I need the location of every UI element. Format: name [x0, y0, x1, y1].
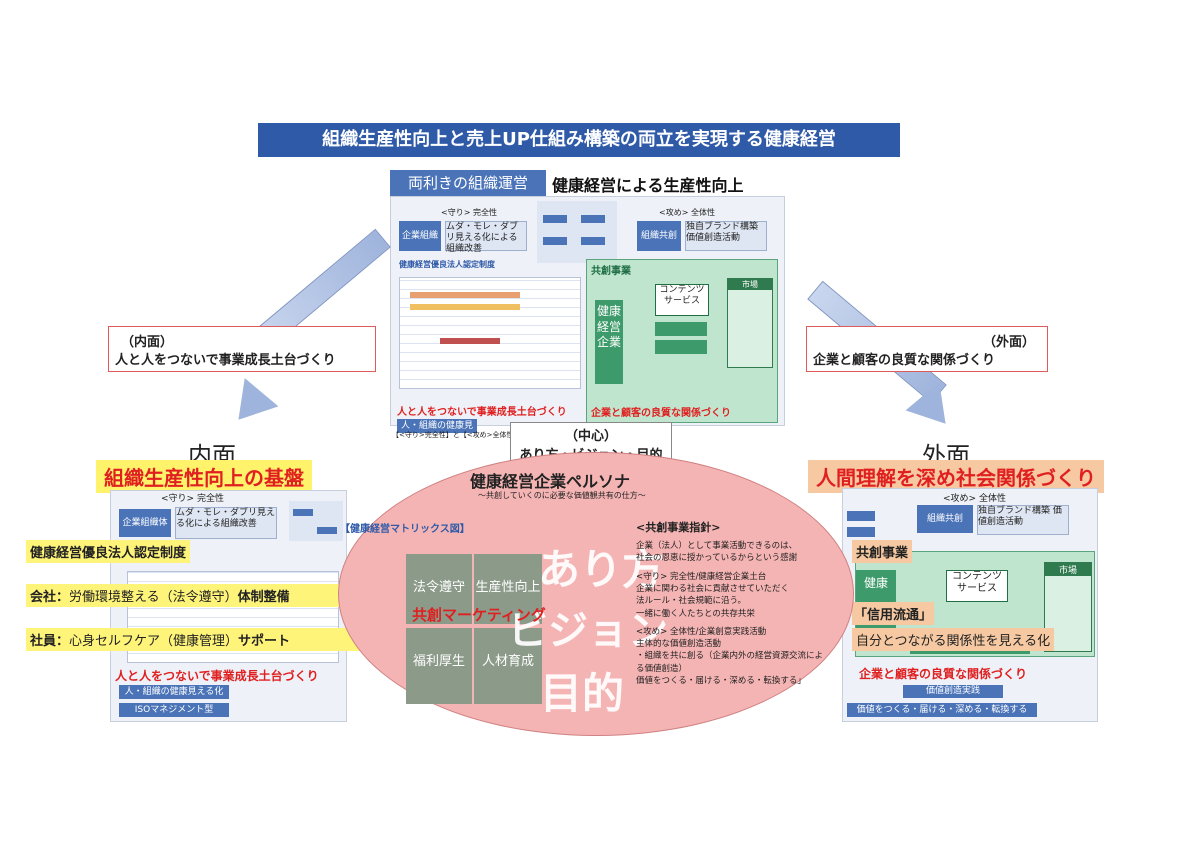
persona-guide-line-7: 一緒に働く人たちとの共存共栄 [636, 608, 755, 619]
top-right-head: <攻め> 全体性 [659, 208, 715, 217]
persona-guide-line-10: 主体的な価値創造活動 [636, 639, 722, 650]
top-heading: 健康経営による生産性向上 [552, 176, 744, 195]
persona-matrix-label: 【健康経営マトリックス図】 [340, 524, 470, 535]
naimen-red: 人と人をつないで事業成長土台づくり [115, 669, 319, 683]
persona-overlay-1: あり方 [538, 545, 665, 594]
top-panel: 両利きの組織運営 健康経営による生産性向上 <守り> 完全性 企業組織体 ムダ・… [390, 168, 790, 445]
matrix-cell-3: 福利厚生 [406, 628, 472, 704]
naimen-item-3-bold: サポート [238, 634, 291, 649]
gaimen-kyoso: 共創事業 [852, 540, 913, 563]
top-mini-boxes [537, 201, 617, 263]
naimen-item-3: 社員：心身セルフケア（健康管理）サポート [26, 628, 364, 651]
naimen-item-2-bold: 体制整備 [237, 590, 290, 605]
right-label-line1: （外面） [982, 335, 1035, 350]
top-bl1: 人・組織の健康見える化 [397, 419, 477, 445]
top-left-head: <守り> 完全性 [441, 208, 497, 217]
gaimen-shinyo: 「信用流通」 [852, 602, 935, 625]
gaimen-subtitle: 人間理解を深め社会関係づくり [808, 460, 1104, 493]
persona-overlay-2: ビジョン [508, 608, 668, 654]
top-left-table [399, 277, 581, 389]
persona-guide: <共創事業指針> 企業（法人）として事業活動できるのは、 社会の恩恵に授かってい… [636, 520, 826, 687]
top-kyoso: 共創事業 [591, 266, 631, 277]
naimen-item-2-rest: 労働環境整える（法令遵守） [69, 590, 238, 605]
naimen-bl2: ISOマネジメント型 [119, 703, 229, 717]
naimen-box1: 企業組織体 [119, 509, 171, 537]
top-kenko: 健康経営企業 [595, 300, 623, 384]
gaimen-market-label: 市場 [1045, 563, 1091, 576]
top-right-box-text: 独自ブランド構築 価値創造活動 [685, 221, 767, 251]
main-title: 組織生産性向上と売上UP仕組み構築の両立を実現する健康経営 [258, 123, 900, 157]
top-red-left: 人と人をつないで事業成長土台づくり [397, 407, 567, 418]
gaimen-contents: コンテンツ サービス [946, 570, 1008, 602]
persona-matrix: 法令遵守 生産性向上 福利厚生 人材育成 [406, 554, 542, 704]
persona-guide-line-4: <守り> 完全性/健康経営企業土台 [636, 571, 767, 582]
top-red-right: 企業と顧客の良質な関係づくり [591, 408, 731, 419]
naimen-box1-text: ムダ・モレ・ダブリ見える化による組織改善 [175, 507, 277, 539]
persona-guide-line-5: 企業に関わる社会に貢献させていただく [636, 583, 790, 594]
naimen-item-2-label: 会社： [30, 590, 70, 605]
right-arrow-label: （外面） 企業と顧客の良質な関係づくり [806, 326, 1048, 372]
left-label-line1: （内面） [121, 335, 174, 350]
matrix-cell-4: 人材育成 [474, 628, 542, 704]
left-label-line2: 人と人をつないで事業成長土台づくり [115, 353, 336, 368]
persona-title: 健康経営企業ペルソナ [470, 472, 631, 491]
naimen-guard: <守り> 完全性 [161, 494, 224, 504]
gaimen-red: 企業と顧客の良質な関係づくり [859, 667, 1028, 681]
top-right-box: 組織共創 [637, 221, 681, 251]
naimen-item-3-rest: 心身セルフケア（健康管理） [69, 634, 239, 649]
persona-subtitle: 〜共創していくのに必要な価値観共有の仕方〜 [478, 491, 646, 500]
left-arrow-head [221, 378, 279, 434]
top-left-sub: 健康経営優良法人認定制度 [399, 260, 495, 269]
naimen-subtitle: 組織生産性向上の基盤 [96, 460, 312, 493]
persona-guide-line-2: 社会の恩恵に授かっているからという感謝 [636, 553, 798, 564]
top-market-label: 市場 [728, 279, 772, 290]
gaimen-box1-text: 独自ブランド構築 価値創造活動 [977, 505, 1069, 535]
gaimen-box1: 組織共創 [917, 505, 973, 533]
persona-guide-line-12: 価値をつくる・届ける・深める・転換する」 [636, 676, 806, 687]
gaimen-shinyo-text: 自分とつながる関係性を見える化 [852, 628, 1055, 651]
persona-overlay-3: 目的 [540, 669, 625, 718]
top-screenshot: <守り> 完全性 企業組織体 ムダ・モレ・ダブリ見える化による組織改善 健康経営… [390, 196, 785, 445]
gaimen-attack: <攻め> 全体性 [943, 494, 1006, 504]
top-market: 市場 [727, 278, 773, 368]
naimen-item-2: 会社：労働環境整える（法令遵守）体制整備 [26, 584, 394, 607]
gaimen-bl1: 価値創造実践 [903, 685, 1003, 698]
naimen-bl1: 人・組織の健康見える化 [119, 685, 229, 699]
right-arrow-head [905, 382, 963, 438]
top-kyoso-area: 共創事業 健康経営企業 コンテンツ サービス 市場 企業と顧客の良質な関係づくり [586, 259, 778, 423]
top-left-box: 企業組織体 [399, 221, 441, 271]
naimen-item-1-label: 健康経営優良法人認定制度 [30, 546, 187, 561]
persona-guide-line-11: ・組織を共に創る（企業内外の経営資源交流による価値創造） [636, 651, 824, 674]
top-tag: 両利きの組織運営 [390, 170, 546, 196]
right-label-line2: 企業と顧客の良質な関係づくり [813, 353, 996, 368]
persona-guide-line-6: 法ルール・社会規範に沿う。 [636, 596, 746, 607]
gaimen-screenshot: <攻め> 全体性 組織共創 独自ブランド構築 価値創造活動 健康 コンテンツ サ… [842, 488, 1098, 722]
persona-guide-title: <共創事業指針> [636, 521, 721, 534]
top-left-box-text: ムダ・モレ・ダブリ見える化による組織改善 [445, 221, 527, 254]
left-arrow-label: （内面） 人と人をつないで事業成長土台づくり [108, 326, 376, 372]
persona-guide-line-9: <攻め> 全体性/企業創意実践活動 [636, 626, 767, 637]
gaimen-bl2: 価値をつくる・届ける・深める・転換する [847, 703, 1037, 717]
naimen-item-1: 健康経営優良法人認定制度 [26, 540, 191, 563]
top-bottom-caption: 【<守り>完全性】と【<攻め>全体性】のバランス [392, 431, 556, 439]
matrix-cell-2: 生産性向上 [474, 554, 542, 624]
top-contents: コンテンツ サービス [655, 284, 709, 316]
persona-guide-line-1: 企業（法人）として事業活動できるのは、 [636, 540, 798, 551]
center-tag-line1: （中心） [564, 429, 617, 444]
naimen-item-3-label: 社員： [30, 634, 70, 649]
persona-marketing: 共創マーケティング [412, 606, 546, 624]
matrix-cell-1: 法令遵守 [406, 554, 472, 624]
